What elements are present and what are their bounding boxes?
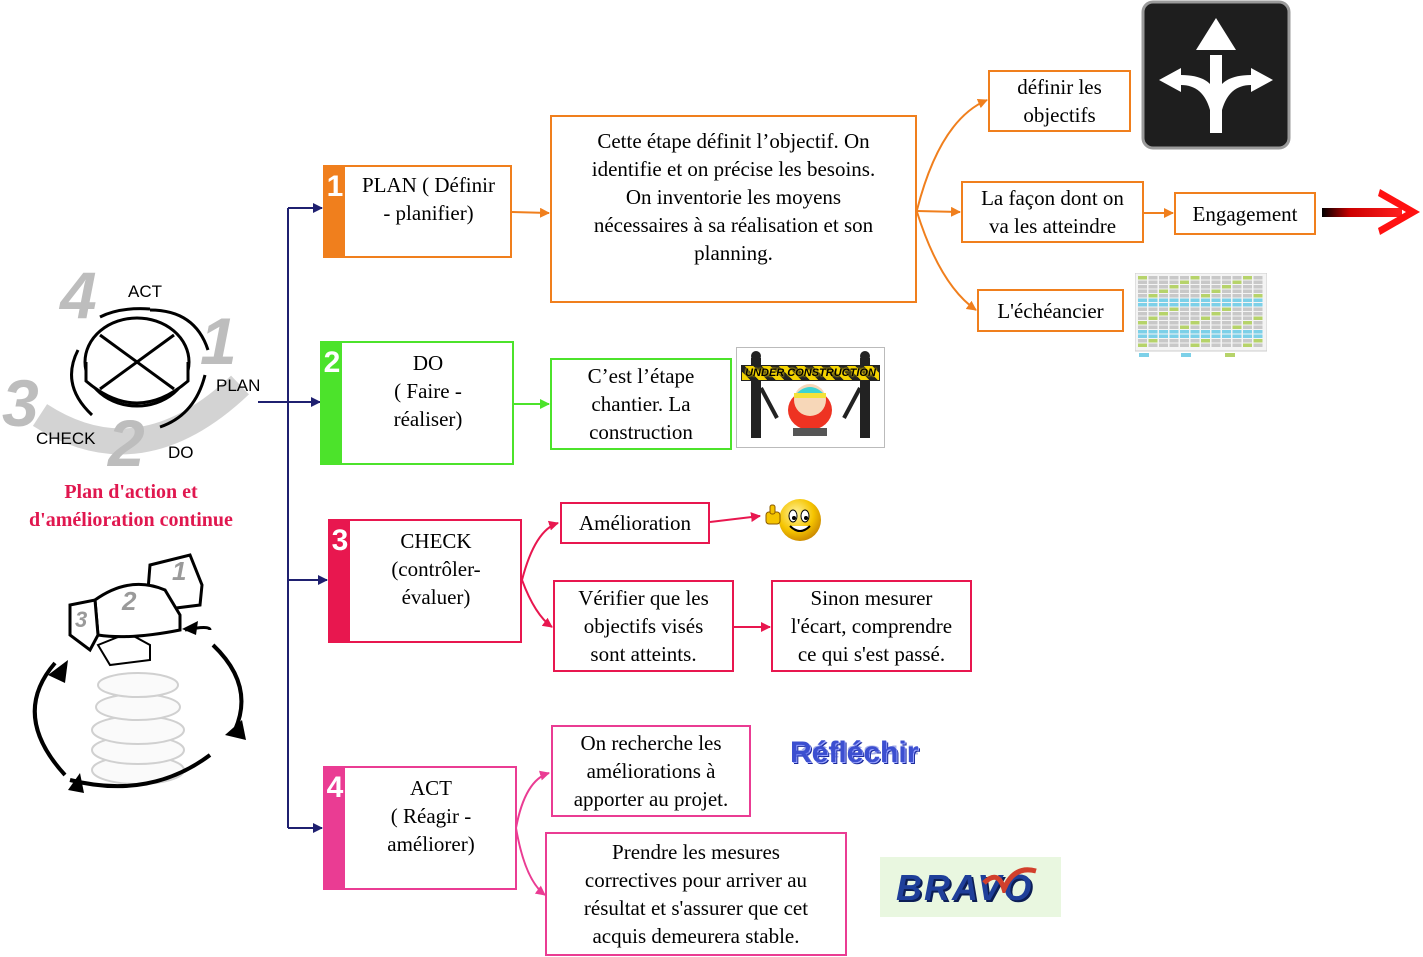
stage-do-box: 2 DO ( Faire - réaliser) — [320, 341, 514, 465]
stage-plan-label: PLAN ( Définir - planifier) — [351, 171, 506, 227]
check-connectors — [521, 512, 771, 632]
stage-act-box: 4 ACT ( Réagir - améliorer) — [323, 766, 517, 890]
stacked-discs-illustration: 1 2 3 — [32, 553, 246, 793]
stage-plan-line-1: PLAN ( Définir — [362, 173, 495, 197]
bravo-text: BRAVO — [896, 867, 1034, 908]
stage-act-label: ACT ( Réagir - améliorer) — [351, 774, 511, 858]
prendre-line-1: Prendre les mesures — [612, 840, 780, 864]
do-description-box: C’est l’étape chantier. La construction — [550, 358, 732, 450]
under-construction-image: UNDER CONSTRUCTION — [736, 347, 885, 448]
pdca-wheel-icon — [32, 307, 249, 455]
stage-check-label: CHECK (contrôler- évaluer) — [356, 527, 516, 611]
prendre-line-4: acquis demeurera stable. — [592, 924, 800, 948]
engagement-box: Engagement — [1174, 192, 1316, 235]
plan-description-line-5: planning. — [694, 241, 773, 265]
plan-connectors — [511, 98, 1174, 311]
cycle-number-do: 2 — [108, 406, 145, 480]
stage-check-box: 3 CHECK (contrôler- évaluer) — [328, 519, 522, 643]
objectifs-box: définir les objectifs — [988, 70, 1131, 132]
do-description-line-2: chantier. La — [591, 392, 691, 416]
stage-do-line-1: DO — [412, 351, 444, 375]
pdca-cycle-illustration: 4 1 3 2 ACT PLAN CHECK DO — [0, 258, 270, 480]
trunk-connectors — [258, 203, 328, 833]
facon-line-1: La façon dont on — [981, 186, 1124, 210]
svg-text:3: 3 — [75, 607, 87, 632]
red-arrow-icon — [1322, 189, 1420, 235]
do-description-line-1: C’est l’étape — [587, 364, 695, 388]
sinon-line-3: ce qui s'est passé. — [797, 642, 946, 666]
recherche-line-1: On recherche les — [580, 731, 722, 755]
stage-plan-line-2: - planifier) — [383, 201, 474, 225]
sinon-line-2: l'écart, comprendre — [790, 614, 953, 638]
plan-description-line-1: Cette étape définit l’objectif. On — [597, 129, 870, 153]
stage-do-number: 2 — [322, 343, 342, 463]
recherche-box: On recherche les améliorations à apporte… — [551, 725, 751, 817]
facon-box: La façon dont on va les atteindre — [961, 181, 1144, 243]
cycle-label-do: DO — [168, 443, 194, 462]
cycle-label-check: CHECK — [36, 429, 96, 448]
prendre-line-3: résultat et s'assurer que cet — [583, 896, 809, 920]
diagram-title: Plan d'action et d'amélioration continue — [0, 478, 262, 534]
under-construction-sign: UNDER CONSTRUCTION — [741, 365, 880, 381]
reflechir-wordart: Réfléchir Réfléchir — [790, 736, 940, 796]
do-description-line-3: construction — [589, 420, 693, 444]
cycle-label-act: ACT — [128, 282, 162, 301]
plan-description-line-3: On inventorie les moyens — [625, 185, 842, 209]
cycle-number-plan: 1 — [200, 304, 237, 378]
diagram-title-line-1: Plan d'action et — [64, 481, 198, 503]
thumbs-up-smiley-icon — [765, 499, 821, 541]
stage-do-line-2: ( Faire - — [394, 379, 462, 403]
stage-plan-number: 1 — [325, 167, 345, 256]
plan-description-line-2: identifie et on précise les besoins. — [591, 157, 876, 181]
plan-description-line-4: nécessaires à sa réalisation et son — [593, 213, 874, 237]
plan-description-box: Cette étape définit l’objectif. On ident… — [550, 115, 917, 303]
recherche-line-3: apporter au projet. — [573, 787, 729, 811]
stage-check-line-3: évaluer) — [401, 585, 471, 609]
stage-act-line-3: améliorer) — [387, 832, 475, 856]
prendre-line-2: correctives pour arriver au — [584, 868, 808, 892]
road-sign-direction-icon — [1141, 0, 1291, 150]
reflechir-text: Réfléchir — [790, 736, 919, 769]
calendar-thumbnail-icon — [1135, 273, 1267, 357]
amelioration-box: Amélioration — [560, 502, 710, 544]
echeancier-box: L'échéancier — [977, 289, 1124, 332]
stage-check-number: 3 — [330, 521, 350, 641]
objectifs-line-2: objectifs — [1023, 103, 1096, 127]
svg-text:2: 2 — [121, 586, 137, 616]
stage-check-line-1: CHECK — [400, 529, 472, 553]
under-construction-figure-icon — [751, 351, 870, 438]
facon-line-2: va les atteindre — [988, 214, 1117, 238]
stage-do-label: DO ( Faire - réaliser) — [348, 349, 508, 433]
sinon-box: Sinon mesurer l'écart, comprendre ce qui… — [771, 580, 972, 672]
verifier-line-2: objectifs visés — [583, 614, 704, 638]
svg-text:1: 1 — [172, 556, 186, 586]
stage-check-line-2: (contrôler- — [391, 557, 481, 581]
stage-act-number: 4 — [325, 768, 345, 888]
stage-do-line-3: réaliser) — [393, 407, 463, 431]
stage-act-line-2: ( Réagir - — [390, 804, 472, 828]
prendre-box: Prendre les mesures correctives pour arr… — [545, 832, 847, 956]
stage-plan-box: 1 PLAN ( Définir - planifier) — [323, 165, 512, 258]
cycle-label-plan: PLAN — [216, 376, 261, 395]
sinon-line-1: Sinon mesurer — [810, 586, 933, 610]
objectifs-line-1: définir les — [1017, 75, 1102, 99]
verifier-line-1: Vérifier que les — [578, 586, 709, 610]
verifier-line-3: sont atteints. — [590, 642, 697, 666]
cycle-number-act: 4 — [60, 258, 97, 332]
recherche-line-2: améliorations à — [586, 759, 716, 783]
cycle-number-check: 3 — [2, 366, 39, 440]
verifier-box: Vérifier que les objectifs visés sont at… — [553, 580, 734, 672]
diagram-title-line-2: d'amélioration continue — [29, 509, 233, 531]
act-connectors — [515, 770, 550, 896]
reflechir-reflection: Réfléchir — [790, 741, 919, 760]
bravo-swoosh-icon — [982, 867, 1037, 893]
bravo-logo: BRAVO — [880, 857, 1061, 917]
stage-act-line-1: ACT — [410, 776, 452, 800]
